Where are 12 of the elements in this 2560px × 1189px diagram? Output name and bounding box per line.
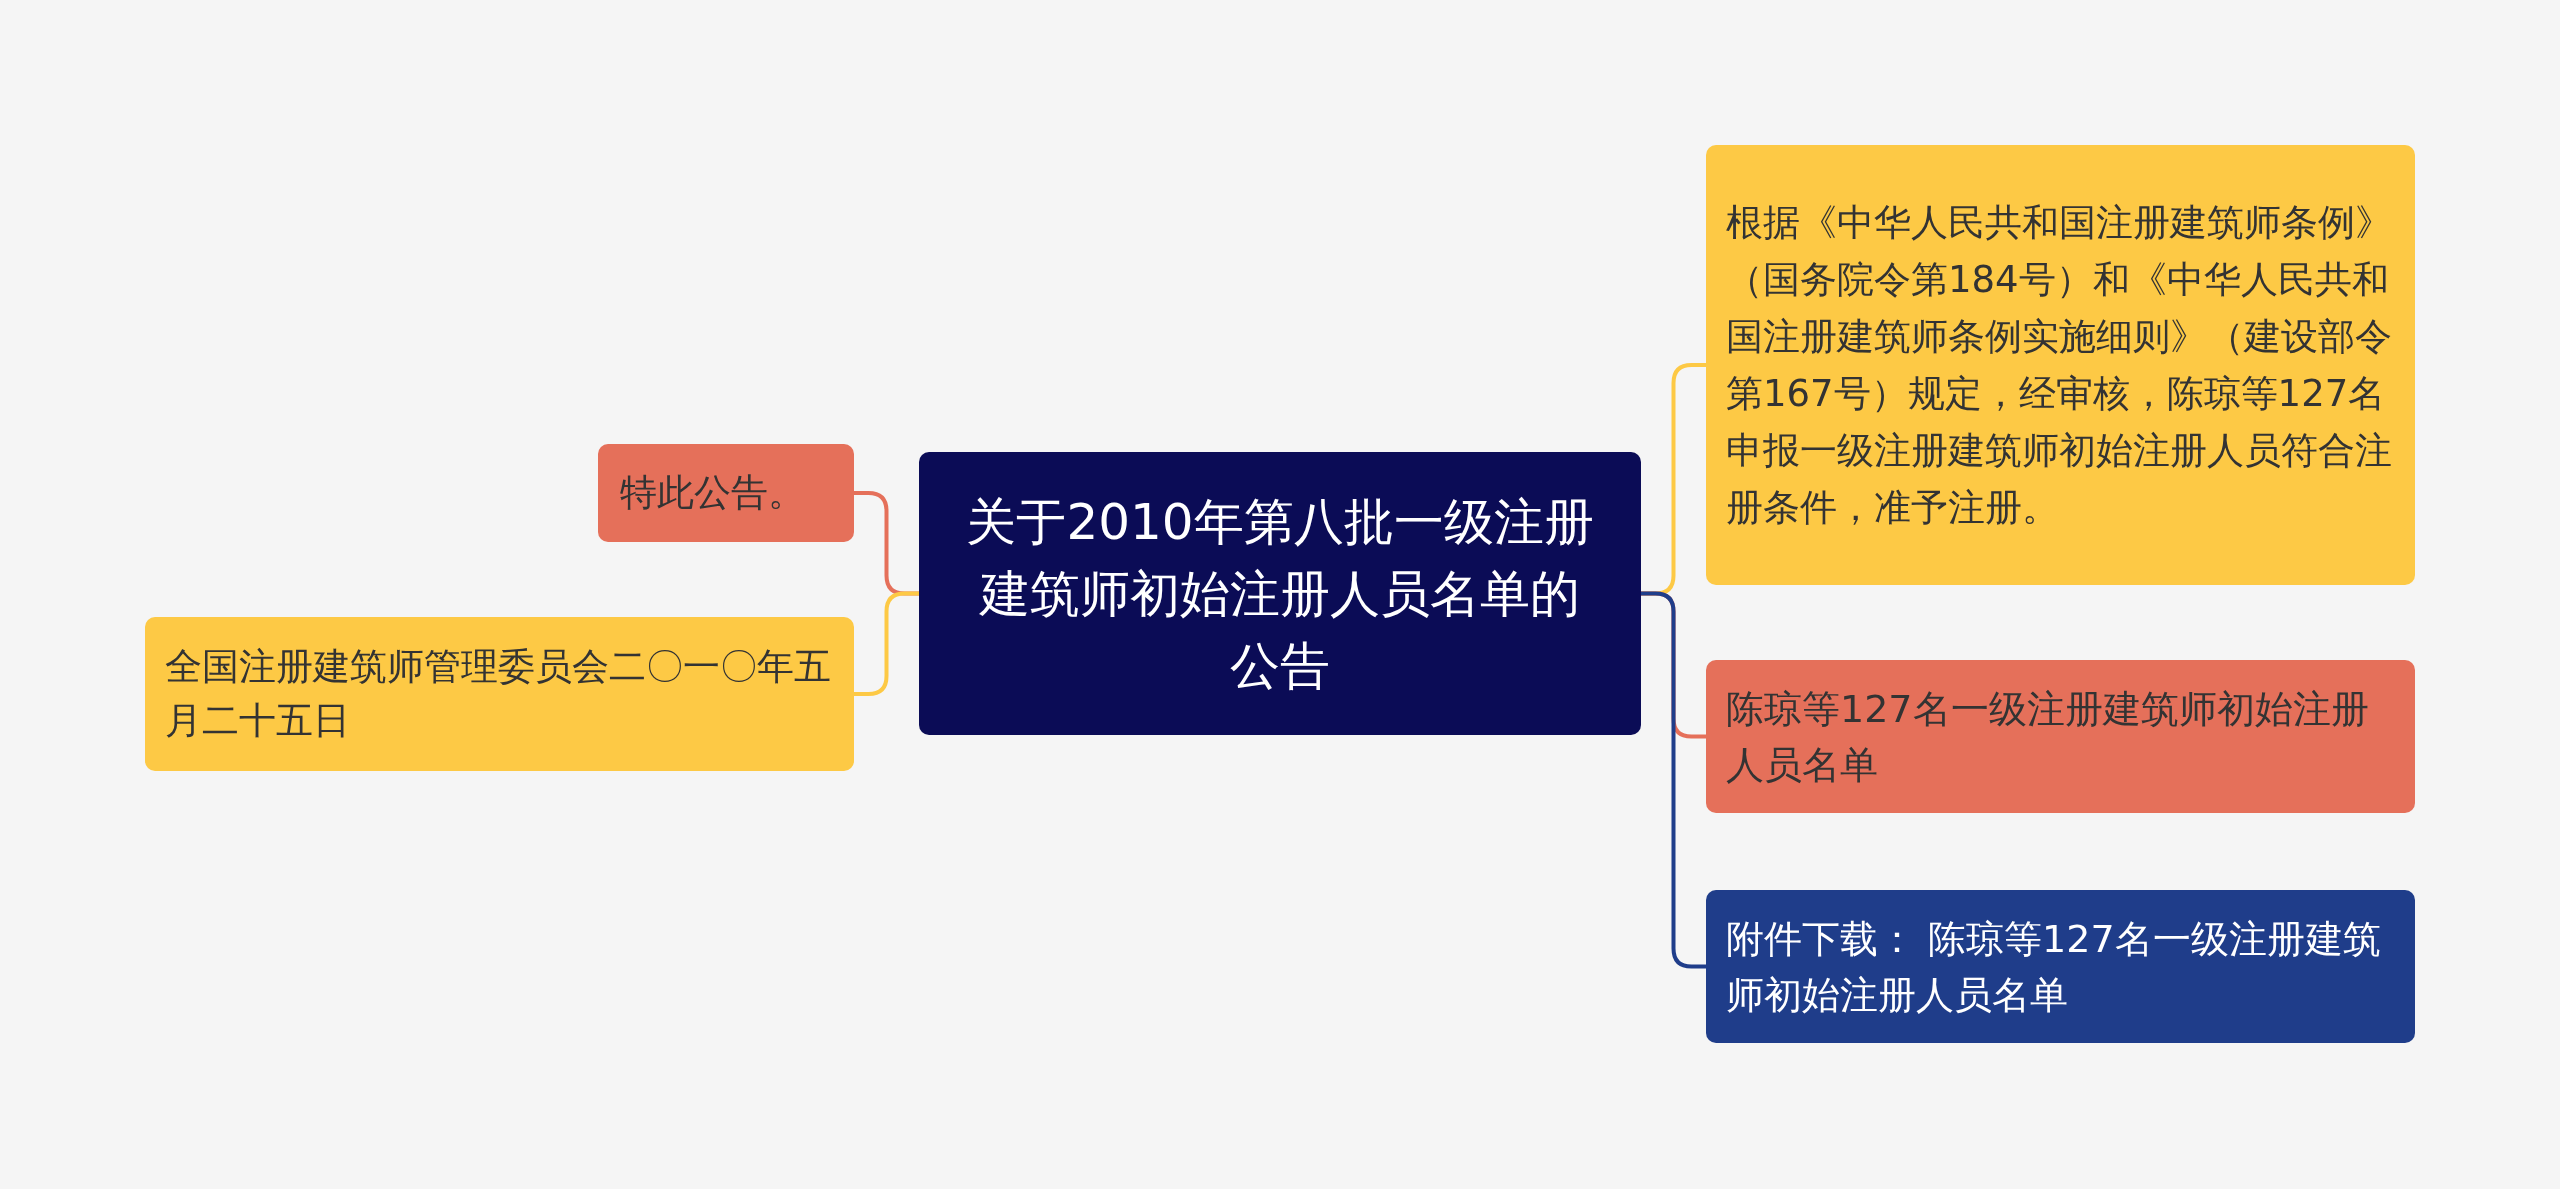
topic-text: 附件下载： 陈琼等127名一级注册建筑师初始注册人员名单	[1726, 915, 2382, 1019]
topic-text: 根据《中华人民共和国注册建筑师条例》（国务院令第184号）和《中华人民共和国注册建筑师条例实施细则》（建设部令第167号）规定，经审核，陈琼等127名申报一级注册建筑师初始注册人员符合注册条件，准予注册。	[1726, 200, 2393, 531]
central-topic-box	[919, 452, 1641, 735]
topic-box	[598, 444, 854, 542]
topic-text: 陈琼等127名一级注册建筑师初始注册人员名单	[1726, 685, 2370, 789]
topic-text: 关于2010年第八批一级注册建筑师初始注册人员名单的公告	[965, 491, 1595, 697]
topic-box	[145, 617, 854, 771]
topic-box	[1706, 145, 2415, 585]
topic-text: 特此公告。	[620, 470, 805, 516]
topic-box	[1706, 660, 2415, 813]
topic-box	[1706, 890, 2415, 1043]
topic-text: 全国注册建筑师管理委员会二〇一〇年五月二十五日	[165, 644, 832, 744]
